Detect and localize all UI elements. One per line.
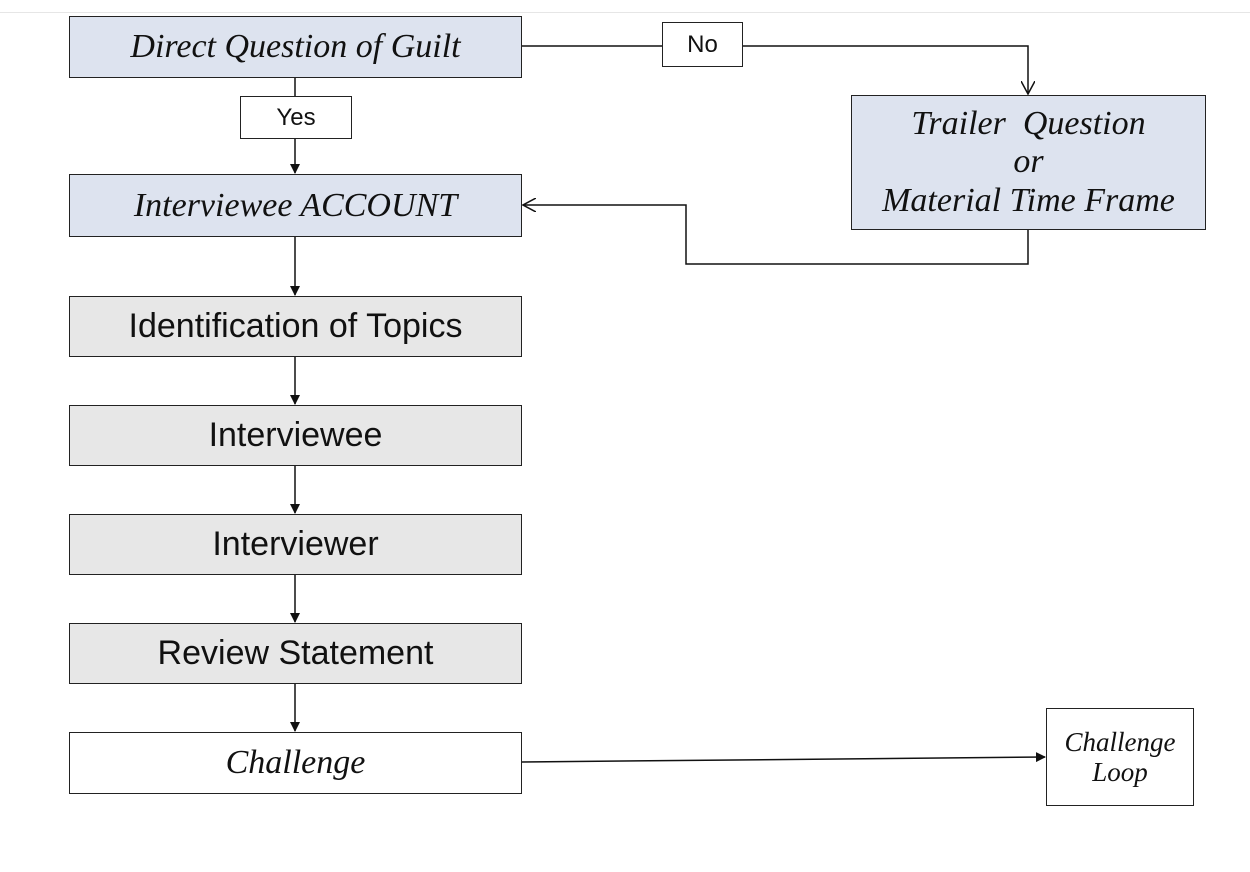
node-interviewee-label: Interviewee — [208, 416, 383, 454]
node-interviewee-account: Interviewee ACCOUNT — [69, 174, 522, 237]
top-divider — [0, 12, 1250, 13]
node-interviewer: Interviewer — [69, 514, 522, 575]
node-interviewee-account-label: Interviewee ACCOUNT — [133, 186, 458, 224]
node-trailer-line-1: Trailer Question — [911, 105, 1146, 143]
edge-challenge-to-loop — [521, 752, 1046, 763]
node-challenge-label: Challenge — [225, 744, 366, 781]
node-trailer-line-2: or — [1013, 143, 1044, 181]
node-review-statement: Review Statement — [69, 623, 522, 684]
edge-label-yes: Yes — [240, 96, 352, 139]
edge-label-no: No — [662, 22, 743, 67]
node-challenge-loop-line-1: Challenge — [1064, 726, 1176, 757]
node-challenge: Challenge — [69, 732, 522, 794]
node-identification-of-topics-label: Identification of Topics — [128, 307, 463, 345]
node-trailer-question: Trailer Question or Material Time Frame — [851, 95, 1206, 230]
edge-label-yes-text: Yes — [276, 103, 316, 131]
node-challenge-loop: Challenge Loop — [1046, 708, 1194, 806]
edge-label-no-text: No — [687, 30, 718, 58]
node-interviewee: Interviewee — [69, 405, 522, 466]
node-identification-of-topics: Identification of Topics — [69, 296, 522, 357]
edge-trailer-to-account — [523, 205, 1029, 265]
node-direct-question-label: Direct Question of Guilt — [130, 28, 461, 65]
node-challenge-loop-line-2: Loop — [1092, 757, 1148, 787]
node-review-statement-label: Review Statement — [157, 634, 434, 672]
edge-no-to-trailer — [743, 45, 1028, 94]
node-trailer-line-3: Material Time Frame — [882, 181, 1175, 219]
node-direct-question-of-guilt: Direct Question of Guilt — [69, 16, 522, 78]
node-interviewer-label: Interviewer — [212, 525, 379, 563]
